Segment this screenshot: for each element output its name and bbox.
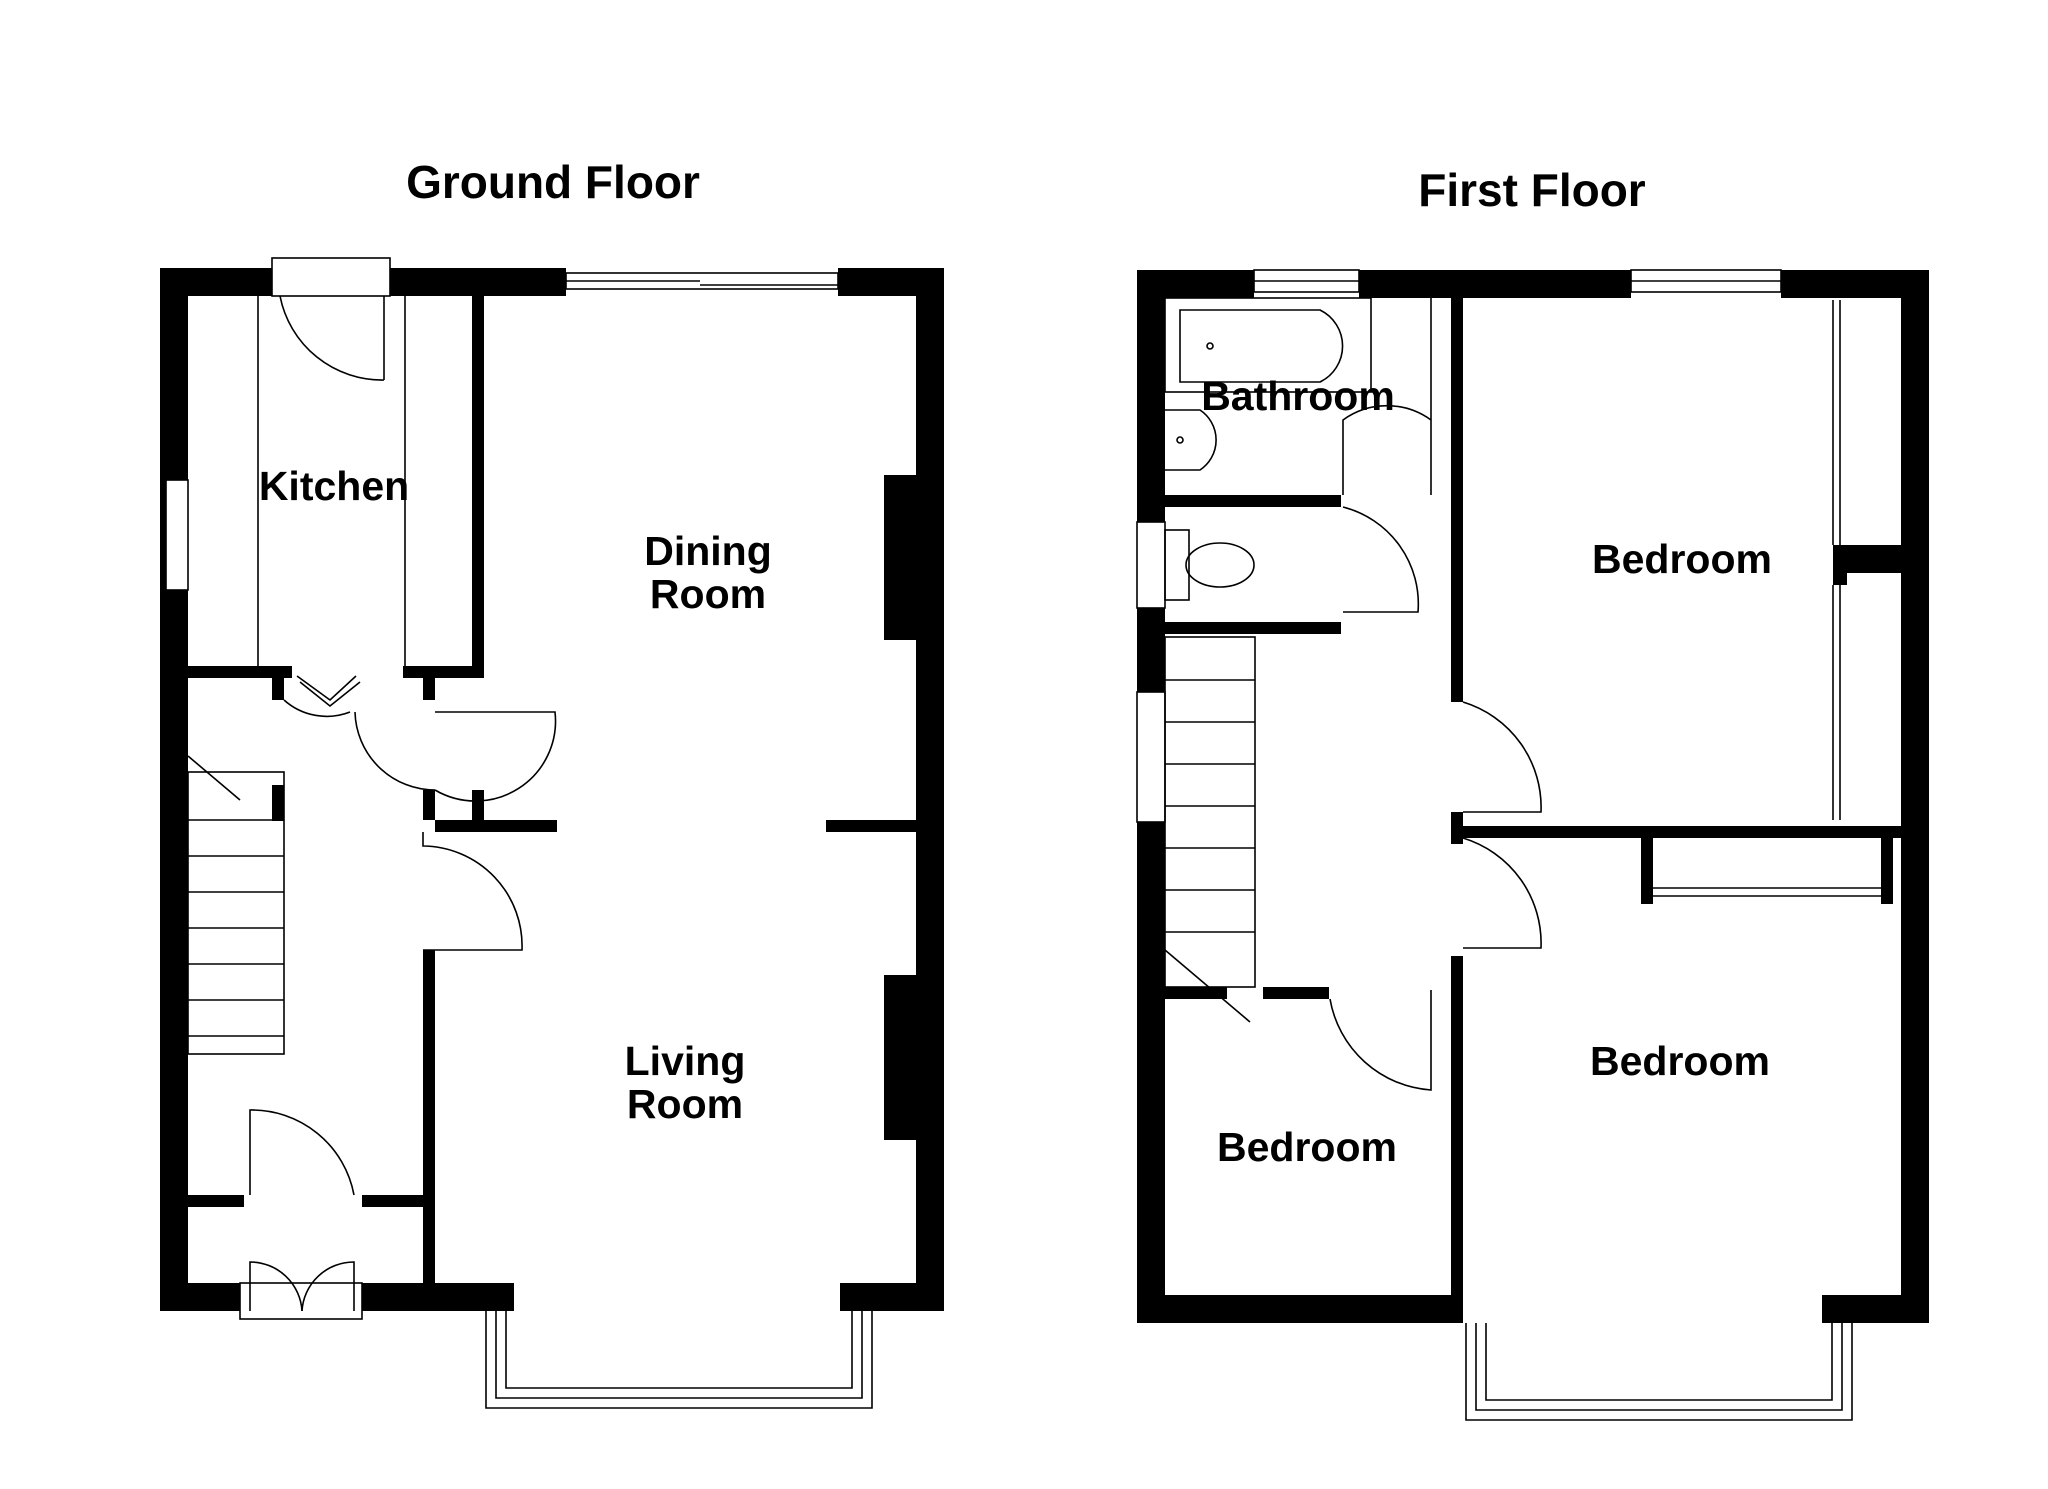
bathroom-label: Bathroom [1201,373,1395,419]
first-floor-plan: First Floor [1136,164,1929,1421]
front-door-frame [239,1282,363,1320]
first-floor-title: First Floor [1418,164,1646,216]
ground-floor-walls [160,268,944,1311]
kitchen-door-frame [271,257,391,297]
toilet-icon [1164,529,1255,601]
ground-floor-staircase [187,755,285,1055]
kitchen-side-window [165,479,189,591]
ground-floor-plan: Ground Floor [160,156,944,1409]
first-floor-fittings [1164,297,1881,1091]
ground-floor-fittings [187,295,557,1312]
first-floor-windows [1136,269,1853,1421]
bath-icon [1164,297,1372,393]
landing-side-window [1136,691,1166,823]
first-floor-room-labels: Bathroom Bedroom Bedroom Bedroom [1201,373,1772,1170]
living-room-bay-window [485,1311,873,1409]
front-bedroom-bay-window [1465,1323,1853,1421]
ground-floor-title: Ground Floor [406,156,700,208]
bedroom-rear-label: Bedroom [1592,536,1772,582]
kitchen-label: Kitchen [259,463,409,509]
bedroom-front-label: Bedroom [1590,1038,1770,1084]
wc-side-window [1136,521,1166,609]
first-floor-staircase [1164,636,1256,1023]
basin-icon [1165,409,1217,471]
ground-floor-windows [165,257,873,1409]
bedroom-small-label: Bedroom [1217,1124,1397,1170]
